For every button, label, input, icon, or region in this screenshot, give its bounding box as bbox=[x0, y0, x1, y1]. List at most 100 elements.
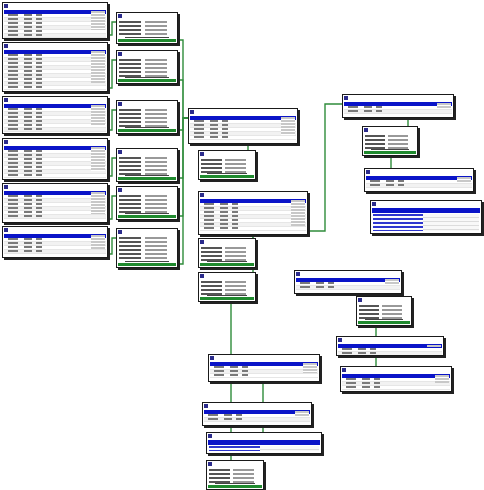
form-field bbox=[209, 469, 261, 472]
form-field bbox=[119, 241, 175, 244]
form-field bbox=[119, 59, 175, 62]
table-node-c3[interactable] bbox=[198, 191, 308, 235]
node-type-icon bbox=[200, 193, 204, 197]
table-row bbox=[4, 120, 106, 124]
node-header bbox=[371, 201, 481, 208]
column-header-bar bbox=[4, 50, 106, 54]
node-header bbox=[199, 239, 255, 246]
form-footer-rule bbox=[125, 261, 169, 262]
form-field bbox=[119, 33, 175, 36]
form-field bbox=[119, 253, 175, 256]
connector-f1-c1 bbox=[178, 39, 188, 119]
table-row bbox=[4, 211, 106, 215]
form-footer-rule bbox=[125, 213, 169, 214]
form-footer-rule bbox=[365, 319, 403, 320]
form-footer-rule bbox=[207, 295, 247, 296]
table-row bbox=[4, 154, 106, 158]
column-header-bar bbox=[4, 234, 106, 238]
table-node-r1[interactable] bbox=[342, 94, 454, 118]
table-node-m1[interactable] bbox=[294, 270, 402, 294]
table-row bbox=[366, 184, 472, 188]
node-type-icon bbox=[338, 338, 342, 342]
table-row bbox=[200, 215, 306, 219]
form-field bbox=[201, 259, 253, 262]
table-row bbox=[4, 70, 106, 74]
form-node-f2[interactable] bbox=[116, 50, 178, 84]
column-header-bar bbox=[342, 374, 450, 378]
form-field bbox=[119, 71, 175, 74]
form-field bbox=[119, 113, 175, 116]
table-node-t3[interactable] bbox=[2, 96, 108, 134]
form-field bbox=[359, 309, 409, 312]
form-node-c4[interactable] bbox=[198, 238, 256, 268]
table-row bbox=[4, 128, 106, 132]
table-row bbox=[200, 219, 306, 223]
value-columns bbox=[91, 11, 105, 30]
value-columns bbox=[427, 345, 441, 347]
form-node-m2[interactable] bbox=[356, 296, 412, 326]
node-header bbox=[207, 433, 321, 440]
node-header bbox=[207, 461, 263, 468]
node-type-icon bbox=[366, 170, 370, 174]
form-node-f4[interactable] bbox=[116, 148, 178, 182]
table-row bbox=[4, 30, 106, 34]
form-node-c2[interactable] bbox=[198, 150, 256, 180]
node-type-icon bbox=[342, 368, 346, 372]
table-node-t1[interactable] bbox=[2, 2, 108, 39]
node-header bbox=[209, 355, 319, 362]
panel-node-r4[interactable] bbox=[370, 200, 482, 234]
form-field bbox=[359, 305, 409, 308]
table-row bbox=[4, 124, 106, 128]
connector-t1-f1 bbox=[108, 21, 116, 36]
form-node-f5[interactable] bbox=[116, 186, 178, 220]
table-node-b2[interactable] bbox=[202, 402, 312, 426]
form-field bbox=[201, 293, 253, 296]
table-node-t4[interactable] bbox=[2, 138, 108, 180]
form-node-f1[interactable] bbox=[116, 12, 178, 44]
node-type-icon bbox=[208, 462, 212, 466]
table-node-c1[interactable] bbox=[188, 108, 298, 144]
table-row bbox=[190, 136, 296, 140]
table-node-r3[interactable] bbox=[364, 168, 474, 192]
node-header bbox=[199, 192, 307, 199]
form-field bbox=[119, 203, 175, 206]
node-type-icon bbox=[358, 298, 362, 302]
connector-t5-f5 bbox=[108, 195, 116, 220]
node-header bbox=[357, 297, 411, 304]
table-node-t5[interactable] bbox=[2, 183, 108, 223]
table-node-m4[interactable] bbox=[340, 366, 452, 392]
form-node-f3[interactable] bbox=[116, 100, 178, 134]
table-node-t2[interactable] bbox=[2, 42, 108, 92]
node-header bbox=[3, 227, 107, 234]
form-field bbox=[201, 247, 253, 250]
form-node-c5[interactable] bbox=[198, 272, 256, 302]
panel-node-b3[interactable] bbox=[206, 432, 322, 454]
form-footer-rule bbox=[125, 175, 169, 176]
form-footer-bar bbox=[364, 151, 416, 154]
node-header bbox=[199, 151, 255, 158]
form-node-b4[interactable] bbox=[206, 460, 264, 490]
table-node-m3[interactable] bbox=[336, 336, 444, 356]
node-header bbox=[203, 403, 311, 410]
table-row bbox=[4, 108, 106, 112]
node-type-icon bbox=[210, 356, 214, 360]
node-header bbox=[363, 127, 417, 134]
table-row bbox=[344, 106, 452, 110]
node-header bbox=[295, 271, 401, 278]
form-field bbox=[119, 157, 175, 160]
panel-body bbox=[209, 446, 319, 451]
form-field bbox=[119, 109, 175, 112]
value-columns bbox=[385, 279, 399, 285]
connector-f4-c1 bbox=[178, 117, 188, 179]
table-node-t6[interactable] bbox=[2, 226, 108, 258]
table-node-b1[interactable] bbox=[208, 354, 320, 382]
form-footer-rule bbox=[125, 37, 169, 38]
node-header bbox=[117, 187, 177, 194]
table-row bbox=[200, 203, 306, 207]
form-field bbox=[365, 135, 415, 138]
form-node-r2[interactable] bbox=[362, 126, 418, 156]
node-type-icon bbox=[4, 185, 8, 189]
form-node-f6[interactable] bbox=[116, 228, 178, 268]
form-field bbox=[119, 29, 175, 32]
form-field bbox=[119, 245, 175, 248]
